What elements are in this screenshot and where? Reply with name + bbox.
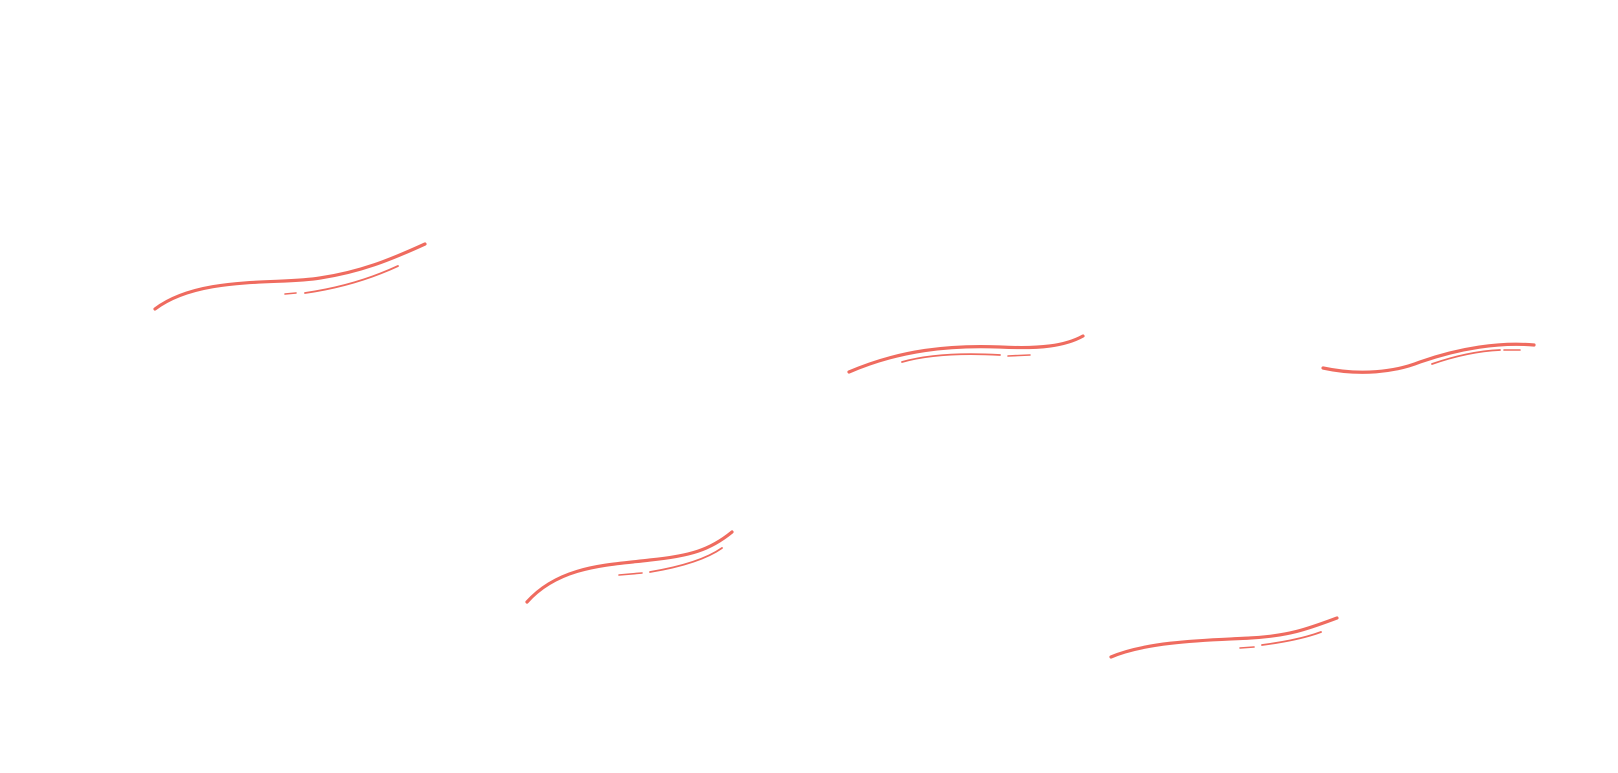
swoosh-1 (153, 242, 427, 311)
swoosh-2 (847, 334, 1085, 374)
swoosh-3 (1321, 342, 1536, 374)
swoosh-4 (525, 530, 734, 604)
swoosh-5 (1109, 616, 1339, 659)
